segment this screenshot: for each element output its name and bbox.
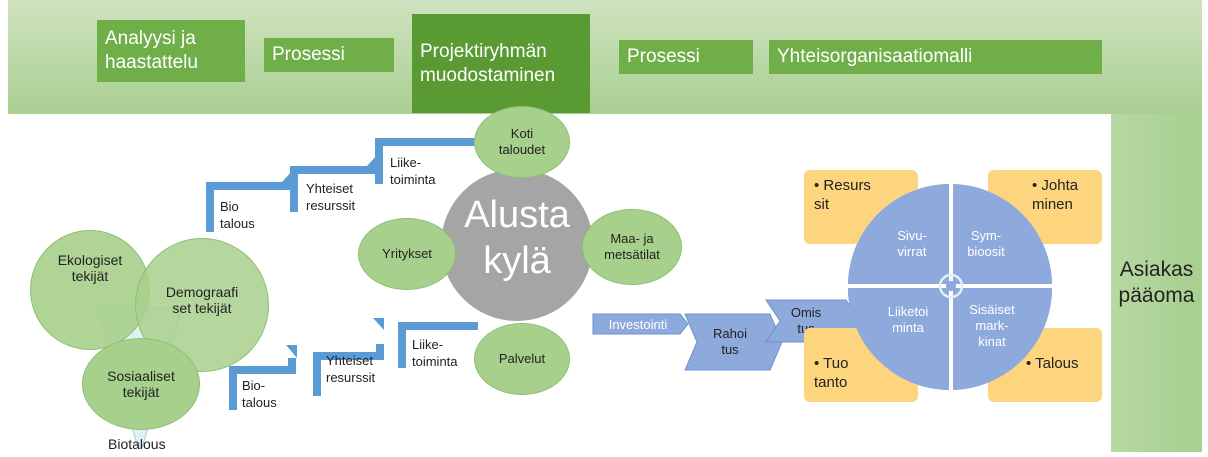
companies-circle: Yritykset <box>358 218 456 290</box>
customer-capital-panel: Asiakas pääoma <box>1111 114 1202 452</box>
management-box: Johta minen <box>988 170 1102 244</box>
upper-stair-label-3: Liike- toiminta <box>390 155 436 187</box>
ecological-factors-circle: Ekologiset tekijät <box>30 230 150 350</box>
lower-stair-label-1: Bio- talous <box>242 378 277 410</box>
social-factors-circle: Sosiaaliset tekijät <box>82 338 200 430</box>
upper-stair-label-2: Yhteiset resurssit <box>306 181 356 213</box>
step-analysis: Analyysi ja haastattelu <box>97 20 245 82</box>
step-co-organisation-model: Yhteisorganisaatiomalli <box>769 40 1102 74</box>
step-process-2: Prosessi <box>619 40 753 74</box>
services-label: Palvelut <box>498 351 546 366</box>
funnel-label: Biotalous <box>108 436 166 452</box>
investment-label: Investointi <box>608 317 668 332</box>
economy-label: Talous <box>1026 354 1092 373</box>
households-circle: Koti taloudet <box>474 106 570 178</box>
lower-stairs <box>229 318 478 410</box>
farms-label: Maa- ja metsätilat <box>604 231 660 262</box>
upper-stairs <box>206 138 478 232</box>
companies-label: Yritykset <box>382 246 432 261</box>
ecological-factors-label: Ekologiset tekijät <box>57 251 123 284</box>
management-label: Johta minen <box>1032 176 1096 214</box>
households-label: Koti taloudet <box>498 126 546 157</box>
services-circle: Palvelut <box>474 323 570 395</box>
resources-label: Resurs sit <box>814 176 878 214</box>
step-project-group: Projektiryhmän muodostaminen <box>412 14 590 113</box>
internal-markets-label: Sisäiset mark- kinat <box>969 302 1015 349</box>
business-label: Liiketoi minta <box>887 304 929 335</box>
demographic-factors-label: Demograafi set tekijät <box>165 284 239 316</box>
production-label: Tuo tanto <box>814 354 870 392</box>
lower-stair-label-3: Liike- toiminta <box>412 337 458 369</box>
side-streams-label: Sivu- virrat <box>897 228 927 259</box>
step-process-1: Prosessi <box>264 38 394 72</box>
customer-capital-label: Asiakas pääoma <box>1118 258 1195 307</box>
farms-circle: Maa- ja metsätilat <box>582 209 682 285</box>
platform-circle <box>441 169 593 321</box>
lower-stair-label-2: Yhteiset resurssit <box>326 353 376 385</box>
social-factors-label: Sosiaaliset tekijät <box>107 368 175 400</box>
financing-label: Rahoi tus <box>713 326 747 357</box>
platform-village-label: Alusta kylä <box>464 194 570 282</box>
upper-stair-label-1: Bio talous <box>220 199 255 231</box>
symbioses-label: Sym- bioosit <box>967 228 1005 259</box>
